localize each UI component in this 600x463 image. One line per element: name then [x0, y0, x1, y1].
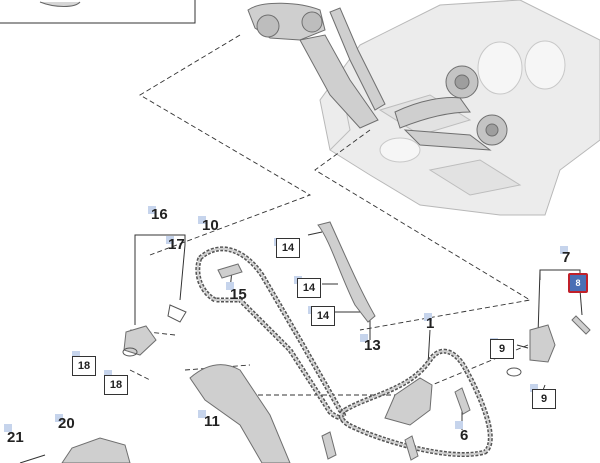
callout-8-highlighted[interactable]: 8: [568, 273, 588, 293]
callout-18-box: 18: [72, 356, 96, 376]
bracket-16: [134, 234, 186, 325]
pin-8: [571, 315, 591, 335]
marker: [4, 424, 12, 432]
callout-17: 17: [168, 236, 185, 253]
part-20: [61, 437, 131, 463]
callout-7: 7: [562, 249, 571, 266]
clip-part: [217, 263, 243, 279]
balance-chain-inner: [340, 350, 492, 456]
callout-9-box: 9: [532, 389, 556, 409]
marker: [198, 216, 206, 224]
callout-20: 20: [58, 415, 75, 432]
callout-13: 13: [364, 337, 381, 354]
callout-14-box: 14: [276, 238, 300, 258]
callout-14-box: 14: [297, 278, 321, 298]
callout-11: 11: [204, 413, 220, 430]
marker: [166, 236, 174, 244]
inset-frame: [0, 0, 196, 24]
callout-10: 10: [202, 217, 219, 234]
guide-rail: [317, 221, 376, 323]
leader-21: [19, 454, 46, 463]
upper-timing-assembly: [247, 2, 508, 151]
callout-16: 16: [151, 206, 168, 223]
sprocket: [384, 377, 433, 426]
tensioner-rail: [189, 364, 291, 463]
marker: [530, 384, 538, 392]
o-ring-9: [506, 367, 522, 377]
marker: [55, 414, 63, 422]
marker: [72, 351, 80, 359]
marker: [360, 334, 368, 342]
o-ring: [122, 347, 138, 357]
bolt: [404, 435, 419, 461]
inset-part: [39, 1, 81, 7]
callout-9-box: 9: [490, 339, 514, 359]
chain-tensioner: [123, 325, 157, 356]
seal-17: [167, 304, 187, 323]
marker: [455, 421, 463, 429]
bolt-6: [454, 387, 471, 415]
callout-18-box: 18: [104, 375, 128, 395]
callout-leaders: [229, 231, 546, 430]
marker: [226, 282, 234, 290]
marker: [104, 370, 112, 378]
marker: [560, 246, 568, 254]
marker: [198, 410, 206, 418]
callout-14-box: 14: [311, 306, 335, 326]
callout-15: 15: [230, 286, 247, 303]
callout-21: 21: [7, 429, 24, 446]
tensioner-9: [529, 324, 556, 363]
marker: [148, 206, 156, 214]
bolt: [321, 431, 337, 460]
callout-1: 1: [426, 315, 435, 332]
marker: [424, 313, 432, 321]
callout-6: 6: [460, 427, 469, 444]
